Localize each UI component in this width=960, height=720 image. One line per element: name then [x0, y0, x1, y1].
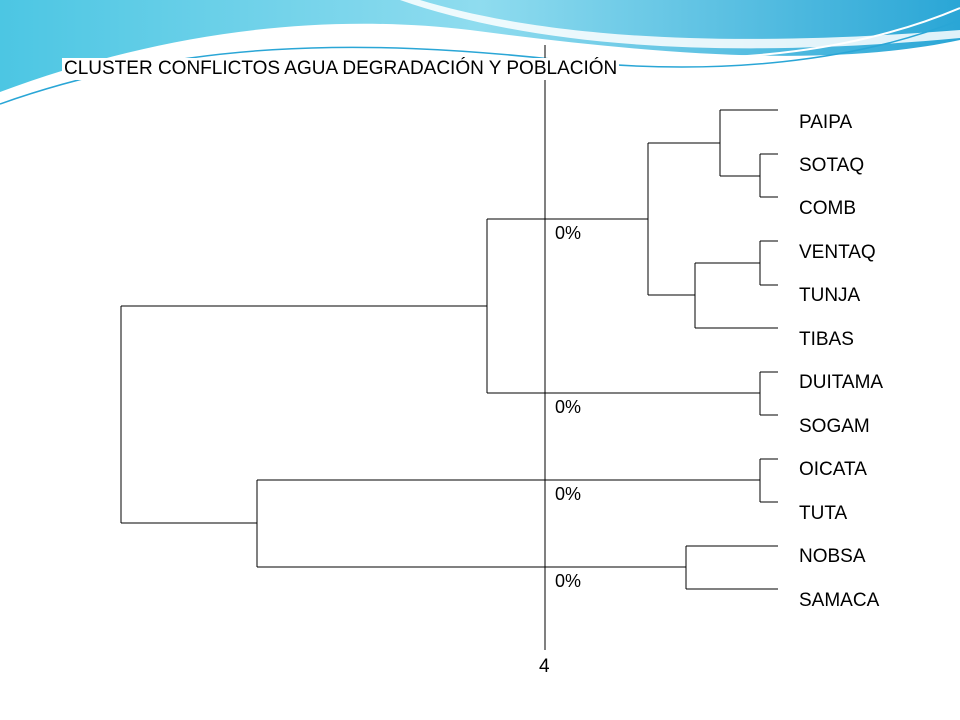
leaf-label: SOGAM	[799, 416, 878, 438]
leaf-label: OICATA	[799, 459, 875, 481]
leaf-label: VENTAQ	[799, 242, 884, 264]
leaf-label: SOTAQ	[799, 155, 873, 177]
leaf-label: PAIPA	[799, 112, 861, 134]
leaf-label: COMB	[799, 198, 864, 220]
leaf-label: TUTA	[799, 503, 856, 525]
wave-line	[0, 7, 960, 99]
percent-label: 0%	[555, 223, 582, 243]
leaf-label: DUITAMA	[799, 372, 892, 394]
leaf-label: SAMACA	[799, 590, 888, 612]
leaf-label: TUNJA	[799, 285, 869, 307]
axis-value-label: 4	[539, 656, 550, 677]
percent-label: 0%	[555, 397, 582, 417]
chart-title: CLUSTER CONFLICTOS AGUA DEGRADACIÓN Y PO…	[62, 58, 620, 80]
leaf-label: TIBAS	[799, 329, 862, 351]
leaf-label: NOBSA	[799, 546, 874, 568]
wave-white-streak	[400, 0, 960, 49]
wave-band	[0, 0, 960, 92]
percent-label: 0%	[555, 571, 582, 591]
percent-label: 0%	[555, 484, 582, 504]
